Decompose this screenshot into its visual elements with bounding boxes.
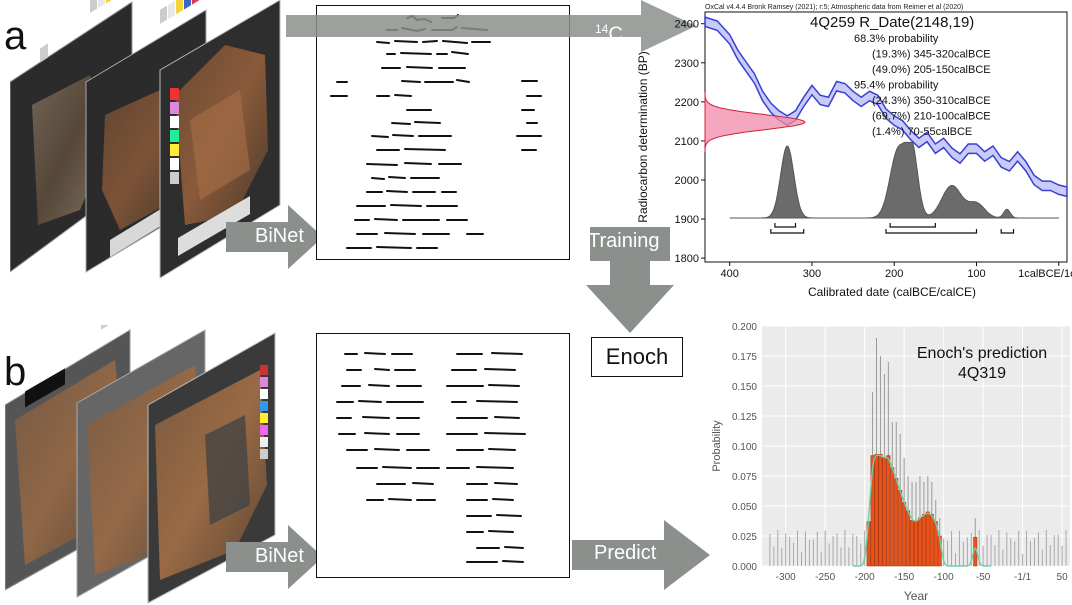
pred-bar [898,490,903,567]
oxcal-xtick-label: 300 [803,268,821,280]
hebrew-text-lines-b [336,352,526,563]
pred-bar [882,457,887,567]
range-bar-95 [1000,229,1015,234]
oxcal-ytick-label: 1900 [675,214,699,226]
calibration-curve-band [704,16,1068,198]
binet-label-b: BiNet [255,545,304,567]
binarized-manuscript-b [316,333,570,578]
pred-bar [929,514,934,567]
pred-bar [886,455,891,567]
pred-xtick-label: -250 [815,572,835,583]
pred-kde-curve [852,454,991,567]
fragment-stack-a [10,0,281,279]
binet-arrow-b [226,525,323,589]
binet-arrow-a [226,205,323,269]
oxcal-xtick-label: 1calBCE/1calCE [1018,268,1072,280]
oxcal-ytick-label: 2100 [675,136,699,148]
oxcal-range-line: (24.3%) 350-310calBCE [872,95,991,107]
oxcal-ytick-label: 2200 [675,97,699,109]
pred-xtick-label: -100 [934,572,954,583]
pred-ylabel: Probability [711,420,723,472]
pred-bar [925,511,930,567]
oxcal-xtick-label: 400 [721,268,739,280]
oxcal-xtick-label: 200 [885,268,903,280]
pred-ytick-label: 0.000 [732,562,757,573]
pred-bar [910,520,915,567]
pred-xtick-label: -200 [855,572,875,583]
pred-title: Enoch's prediction [917,345,1047,362]
oxcal-ylabel: Radiocarbon determination (BP) [636,51,650,222]
pred-xtick-label: 50 [1057,572,1069,583]
predict-label: Predict [594,542,657,564]
pred-ytick-label: 0.125 [732,412,757,423]
c14-base: C [608,23,623,46]
pred-xtick-label: -50 [976,572,991,583]
pred-ytick-label: 0.075 [732,472,757,483]
pred-xtick-label: -150 [894,572,914,583]
oxcal-ytick-label: 2400 [675,19,699,31]
posterior-distribution [729,141,1059,219]
gray-checker-b [101,325,108,330]
color-checker-strip [90,0,199,24]
oxcal-range-line: (49.0%) 205-150calBCE [872,64,991,76]
pred-bar [906,510,911,567]
c14-label: 14C [595,22,623,47]
measurement-distribution [704,92,806,152]
panel-b-letter: b [4,350,27,394]
pred-bar [870,455,875,567]
pred-ytick-label: 0.200 [732,322,757,333]
pred-bar [902,502,907,567]
c14-arrow [286,0,696,52]
predict-arrow [572,520,710,590]
pred-bar [921,514,926,567]
oxcal-ytick-label: 1800 [675,253,699,265]
oxcal-range-line: (1.4%) 70-55calBCE [872,126,972,138]
range-bar-68 [774,223,797,228]
pred-ytick-label: 0.100 [732,442,757,453]
fragment-card-b3 [147,332,276,604]
oxcal-calibration-chart: OxCal v4.4.4 Bronk Ramsey (2021); r:5; A… [636,4,1072,299]
range-bar-95 [770,229,805,234]
training-arrow [586,227,674,333]
panel-a-letter: a [4,14,27,58]
pred-ytick-label: 0.175 [732,352,757,363]
pred-xtick-label: -300 [776,572,796,583]
enoch-prediction-chart: 0.000 0.025 0.050 0.075 0.100 0.125 0.150 0.175… [711,322,1070,603]
pred-xlabel: Year [904,589,928,603]
enoch-label: Enoch [605,344,669,369]
enoch-model-box: Enoch [591,337,683,377]
oxcal-range-line: (69.7%) 210-100calBCE [872,111,991,123]
pred-xtick-label: -1/1 [1014,572,1032,583]
oxcal-xlabel: Calibrated date (calBCE/calCE) [808,285,976,299]
pred-ytick-label: 0.025 [732,532,757,543]
pred-sample: 4Q319 [958,365,1006,382]
pred-bar [894,478,899,567]
pred-bar [890,467,895,567]
oxcal-range-line: 95.4% probability [854,80,939,92]
vertical-color-strip-b [260,365,268,459]
pred-bar [878,454,883,567]
oxcal-range-line: 68.3% probability [854,33,939,45]
oxcal-header: OxCal v4.4.4 Bronk Ramsey (2021); r:5; A… [705,4,963,11]
oxcal-ytick-label: 2300 [675,58,699,70]
pred-ytick-label: 0.050 [732,502,757,513]
range-bar-68 [889,223,936,228]
pred-bar [917,517,922,567]
pred-ytick-label: 0.150 [732,382,757,393]
oxcal-range-line: (19.3%) 345-320calBCE [872,49,991,61]
pred-bar [914,521,918,567]
vertical-color-strip [170,88,179,184]
oxcal-sample-title: 4Q259 R_Date(2148,19) [810,14,974,31]
binet-label-a: BiNet [255,225,304,247]
fragment-card-3 [159,0,281,279]
oxcal-xtick-label: 100 [967,268,985,280]
range-bar-95 [885,229,978,234]
training-label: Training [588,230,660,252]
pred-bar [874,454,879,567]
oxcal-ytick-label: 2000 [675,175,699,187]
fragment-stack-b [5,325,276,604]
c14-superscript: 14 [595,22,609,36]
